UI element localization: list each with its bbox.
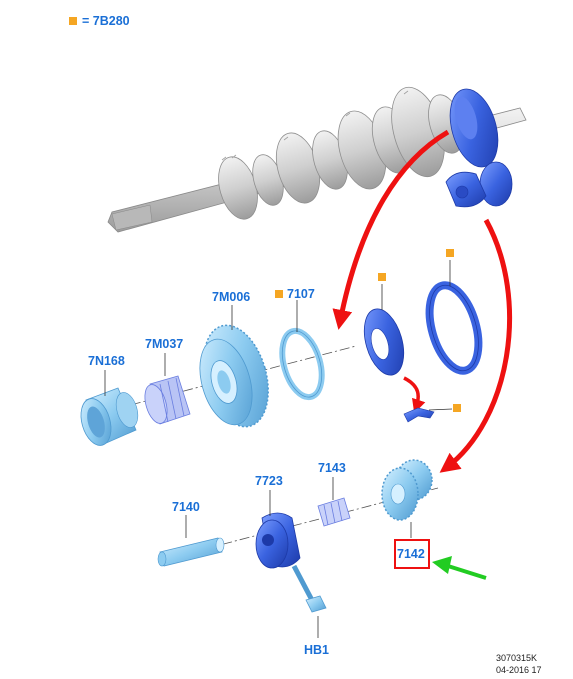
reference-code: 3070315K 04-2016 17 <box>496 653 542 675</box>
part-7107-sync-ring <box>279 327 325 401</box>
red-curved-arrows <box>332 129 512 473</box>
blue-gear-and-bracket-on-shaft <box>445 161 513 208</box>
part-7142-gear <box>381 459 433 521</box>
synchronizer-sleeve <box>425 281 483 375</box>
label-7m006: 7M006 <box>212 290 250 304</box>
legend-orange-square-marker <box>69 17 77 25</box>
label-7n168: 7N168 <box>88 354 125 368</box>
red-curved-arrow-small <box>403 376 426 414</box>
green-arrow <box>432 556 487 580</box>
part-7m006-gear <box>199 324 269 428</box>
reference-date-text: 04-2016 17 <box>496 665 542 675</box>
blue-synchronizer-on-shaft <box>449 88 499 168</box>
red-curved-arrow-left <box>332 129 450 330</box>
red-curved-arrow-right <box>439 218 512 473</box>
highlighted-part-7142: 7142 <box>394 539 430 569</box>
label-7143: 7143 <box>318 461 346 475</box>
label-7140: 7140 <box>172 500 200 514</box>
part-7723-bracket <box>255 512 301 569</box>
label-hb1: HB1 <box>304 643 329 657</box>
leader-lines-bottom <box>185 477 412 638</box>
label-7107: 7107 <box>287 287 315 301</box>
leader-lines-top <box>104 260 453 411</box>
marker-on-7107 <box>275 290 283 298</box>
marker-on-sleeve <box>446 249 454 257</box>
part-7n168-bushing <box>80 387 139 446</box>
main-shaft-assembly <box>107 86 527 233</box>
label-7m037: 7M037 <box>145 337 183 351</box>
marker-on-hub <box>378 273 386 281</box>
part-labels: 7N168 7M037 7M006 7107 7140 7723 7143 HB… <box>88 287 346 657</box>
highlight-box <box>394 539 430 569</box>
label-7723: 7723 <box>255 474 283 488</box>
part-7143-needle-bearing <box>317 497 351 527</box>
reference-code-text: 3070315K <box>496 653 537 663</box>
label-7142: 7142 <box>397 547 425 561</box>
part-7140-pin <box>157 537 225 567</box>
part-hb1-bolt <box>291 564 327 613</box>
legend: = 7B280 <box>69 14 130 28</box>
part-7m037-needle-bearing <box>144 375 191 425</box>
orange-square-markers <box>275 249 461 412</box>
marker-on-shift-key <box>453 404 461 412</box>
shift-key <box>403 407 435 423</box>
gear-stack <box>218 86 464 220</box>
legend-text: = 7B280 <box>82 14 130 28</box>
synchronizer-hub <box>363 308 405 376</box>
